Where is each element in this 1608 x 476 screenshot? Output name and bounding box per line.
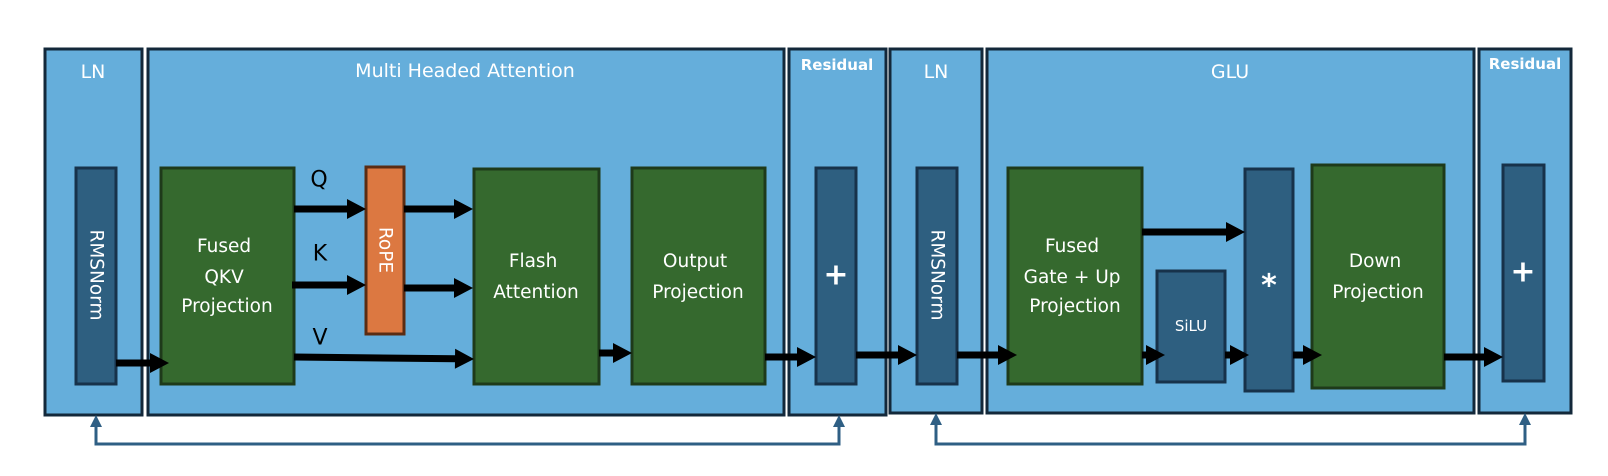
- arrow-v-to-flash-shaft: [293, 353, 457, 363]
- block-down-label-line1: Down: [1349, 251, 1401, 272]
- arrow-up-icon: [1519, 413, 1531, 425]
- residual-connection-2-line: [934, 420, 1527, 446]
- block-rmsnorm1: RMSNorm: [74, 166, 118, 386]
- arrowhead-icon: [454, 278, 473, 298]
- residual-connection-1: [90, 415, 845, 446]
- block-silu: SiLU: [1155, 269, 1227, 384]
- arrowhead-icon: [347, 199, 366, 219]
- section-mha-title: Multi Headed Attention: [355, 60, 575, 82]
- arrowhead-icon: [1230, 345, 1249, 365]
- section-ln2-title: LN: [924, 61, 949, 83]
- arrowhead-icon: [1146, 345, 1165, 365]
- arrow-gate-to-silu: [1142, 345, 1165, 365]
- residual-connection-1-line: [94, 422, 841, 446]
- arrow-up-icon: [90, 415, 102, 427]
- block-silu-box: [1155, 269, 1227, 384]
- arrowhead-icon: [613, 343, 632, 363]
- block-flash-label-line2: Attention: [493, 282, 578, 303]
- block-silu-label: SiLU: [1175, 317, 1207, 335]
- block-rope: RoPE: [364, 165, 406, 336]
- block-down-box: [1310, 163, 1446, 390]
- arrow-output-to-add1: [765, 347, 816, 367]
- plus-icon: +: [1510, 255, 1535, 290]
- block-add2-box: [1501, 163, 1546, 383]
- section-residual2-title: Residual: [1489, 55, 1561, 73]
- block-gate-up-label-line1: Fused: [1045, 236, 1099, 257]
- block-rmsnorm1-label: RMSNorm: [86, 229, 107, 320]
- section-ln1-title: LN: [81, 61, 106, 83]
- block-output-box: [630, 166, 767, 386]
- arrow-rmsnorm1-to-qkv: [116, 353, 169, 373]
- edge-label-k: K: [313, 242, 328, 267]
- block-output-label-line1: Output: [663, 251, 727, 272]
- arrow-up-icon: [930, 413, 942, 425]
- block-rope-label: RoPE: [375, 227, 396, 273]
- arrowhead-icon: [454, 348, 474, 369]
- block-output-label-line2: Projection: [652, 282, 743, 303]
- block-gate-up-label-line2: Gate + Up: [1024, 267, 1121, 288]
- arrow-silu-to-multiply: [1225, 345, 1249, 365]
- arrowhead-icon: [1226, 222, 1245, 242]
- block-add1: +: [814, 166, 858, 386]
- block-flash-box: [472, 167, 601, 386]
- arrow-rmsnorm2-to-gate: [957, 345, 1017, 365]
- arrow-flash-to-output: [599, 343, 632, 363]
- block-output-projection: Output Projection: [630, 166, 767, 386]
- arrow-up-icon: [833, 415, 845, 427]
- plus-icon: +: [823, 258, 848, 293]
- block-flash-attention: Flash Attention: [472, 167, 601, 386]
- block-gate-up-box: [1006, 166, 1144, 386]
- section-glu-title: GLU: [1211, 61, 1249, 83]
- block-qkv-label-line3: Projection: [181, 296, 272, 317]
- block-gate-up-label-line3: Projection: [1029, 296, 1120, 317]
- block-add2: +: [1501, 163, 1546, 383]
- block-down-label-line2: Projection: [1332, 282, 1423, 303]
- residual-connection-2: [930, 413, 1531, 446]
- arrowhead-icon: [1303, 345, 1322, 365]
- arrowhead-icon: [150, 353, 169, 373]
- block-multiply: *: [1243, 167, 1295, 393]
- edge-label-v: V: [312, 326, 327, 351]
- block-output-label: Output Projection: [652, 251, 743, 303]
- block-qkv-label-line1: Fused: [197, 236, 251, 257]
- block-rope-box: [364, 165, 406, 336]
- block-rmsnorm2-label: RMSNorm: [927, 229, 948, 320]
- arrow-add1-to-rmsnorm2: [856, 345, 917, 365]
- arrow-q-to-rope: [294, 199, 366, 219]
- block-qkv-label: Fused QKV Projection: [181, 236, 272, 317]
- arrowhead-icon: [797, 347, 816, 367]
- arrowhead-icon: [347, 275, 366, 295]
- block-flash-label-line1: Flash: [509, 251, 557, 272]
- block-add1-box: [814, 166, 858, 386]
- block-flash-label: Flash Attention: [493, 251, 578, 303]
- arrow-down-to-add2: [1444, 347, 1503, 367]
- block-down-projection: Down Projection: [1310, 163, 1446, 390]
- arrow-rope-q-to-flash: [404, 199, 473, 219]
- block-rmsnorm1-box: [74, 166, 118, 386]
- arrowhead-icon: [998, 345, 1017, 365]
- arrow-multiply-to-down: [1293, 345, 1322, 365]
- section-residual1-title: Residual: [801, 56, 873, 74]
- block-qkv-box: [159, 166, 296, 386]
- arrowhead-icon: [454, 199, 473, 219]
- arrow-rope-k-to-flash: [404, 278, 473, 298]
- arrow-gate-to-multiply: [1142, 222, 1245, 242]
- block-fused-qkv-projection: Fused QKV Projection: [159, 166, 296, 386]
- block-multiply-box: [1243, 167, 1295, 393]
- block-fused-gate-up-projection: Fused Gate + Up Projection: [1006, 166, 1144, 386]
- multiply-icon: *: [1261, 269, 1277, 304]
- arrowhead-icon: [1484, 347, 1503, 367]
- block-rmsnorm2: RMSNorm: [915, 166, 959, 386]
- flow-arrows: [116, 199, 1503, 373]
- arrow-k-to-rope: [292, 275, 366, 295]
- arrowhead-icon: [898, 345, 917, 365]
- block-gate-up-label: Fused Gate + Up Projection: [1024, 236, 1127, 317]
- arrow-v-to-flash: [293, 348, 474, 369]
- block-down-label: Down Projection: [1332, 251, 1423, 303]
- edge-label-q: Q: [310, 168, 327, 193]
- block-qkv-label-line2: QKV: [204, 267, 244, 288]
- block-rmsnorm2-box: [915, 166, 959, 386]
